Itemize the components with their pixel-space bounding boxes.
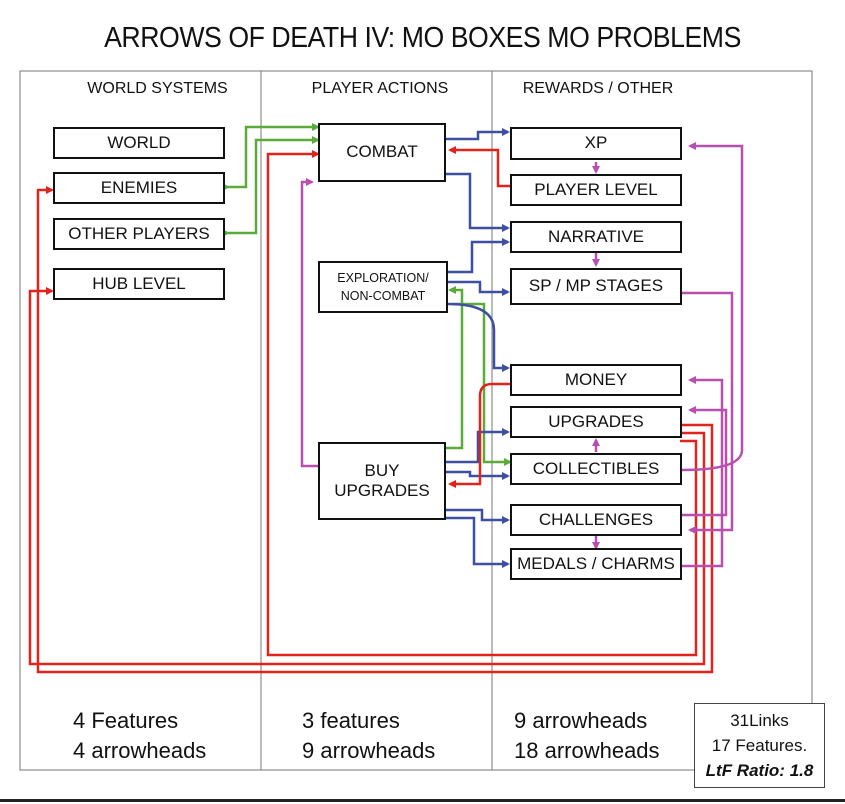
page-title: ARROWS OF DEATH IV: MO BOXES MO PROBLEMS xyxy=(104,22,741,54)
box-enemies: ENEMIES xyxy=(53,172,225,204)
stats-ratio: LtF Ratio: 1.8 xyxy=(705,761,814,780)
column-heading-rewards-other: REWARDS / OTHER xyxy=(522,80,674,97)
box-narrative: NARRATIVE xyxy=(510,221,682,253)
box-buy-upgrades: BUY UPGRADES xyxy=(318,442,446,520)
box-world: WORLD xyxy=(53,127,225,159)
bottom-rule xyxy=(0,799,845,802)
magenta-links xyxy=(300,142,744,568)
box-exploration-line1: EXPLORATION/ xyxy=(337,270,429,285)
box-medals-charms: MEDALS / CHARMS xyxy=(510,548,682,580)
box-player-level: PLAYER LEVEL xyxy=(510,174,682,206)
blue-links xyxy=(446,128,510,568)
footer-features: 3 features xyxy=(302,708,400,733)
box-exploration: EXPLORATION/ NON-COMBAT xyxy=(318,261,448,313)
footer-world-systems: 4 Features 4 arrowheads xyxy=(73,706,206,766)
box-other-players: OTHER PLAYERS xyxy=(53,218,225,250)
box-combat: COMBAT xyxy=(318,123,446,182)
footer-arrowheads: 9 arrowheads xyxy=(302,738,436,763)
box-collectibles: COLLECTIBLES xyxy=(510,453,682,485)
box-money: MONEY xyxy=(510,364,682,396)
footer-rewards-other: 9 arrowheads 18 arrowheads xyxy=(514,706,660,766)
stats-features: 17 Features. xyxy=(711,736,808,755)
stats-links: 31Links xyxy=(730,711,789,730)
stats-box: 31Links 17 Features. LtF Ratio: 1.8 xyxy=(694,703,825,788)
box-upgrades: UPGRADES xyxy=(510,406,682,438)
column-heading-world-systems: WORLD SYSTEMS xyxy=(87,80,228,97)
footer-player-actions: 3 features 9 arrowheads xyxy=(302,706,435,766)
box-buy-line1: BUY xyxy=(364,460,400,480)
box-hub-level: HUB LEVEL xyxy=(53,268,225,300)
green-links xyxy=(222,123,512,466)
footer-features: 9 arrowheads xyxy=(514,708,648,733)
box-exploration-line2: NON-COMBAT xyxy=(340,289,426,303)
box-sp-mp-stages: SP / MP STAGES xyxy=(510,268,682,305)
column-heading-player-actions: PLAYER ACTIONS xyxy=(311,80,449,97)
footer-features: 4 Features xyxy=(73,708,179,733)
box-buy-line2: UPGRADES xyxy=(334,481,430,500)
footer-arrowheads: 18 arrowheads xyxy=(514,738,660,763)
footer-arrowheads: 4 arrowheads xyxy=(73,738,207,763)
box-challenges: CHALLENGES xyxy=(510,504,682,536)
box-xp: XP xyxy=(510,127,682,160)
red-links xyxy=(28,146,714,674)
diagram-frame xyxy=(19,70,813,771)
